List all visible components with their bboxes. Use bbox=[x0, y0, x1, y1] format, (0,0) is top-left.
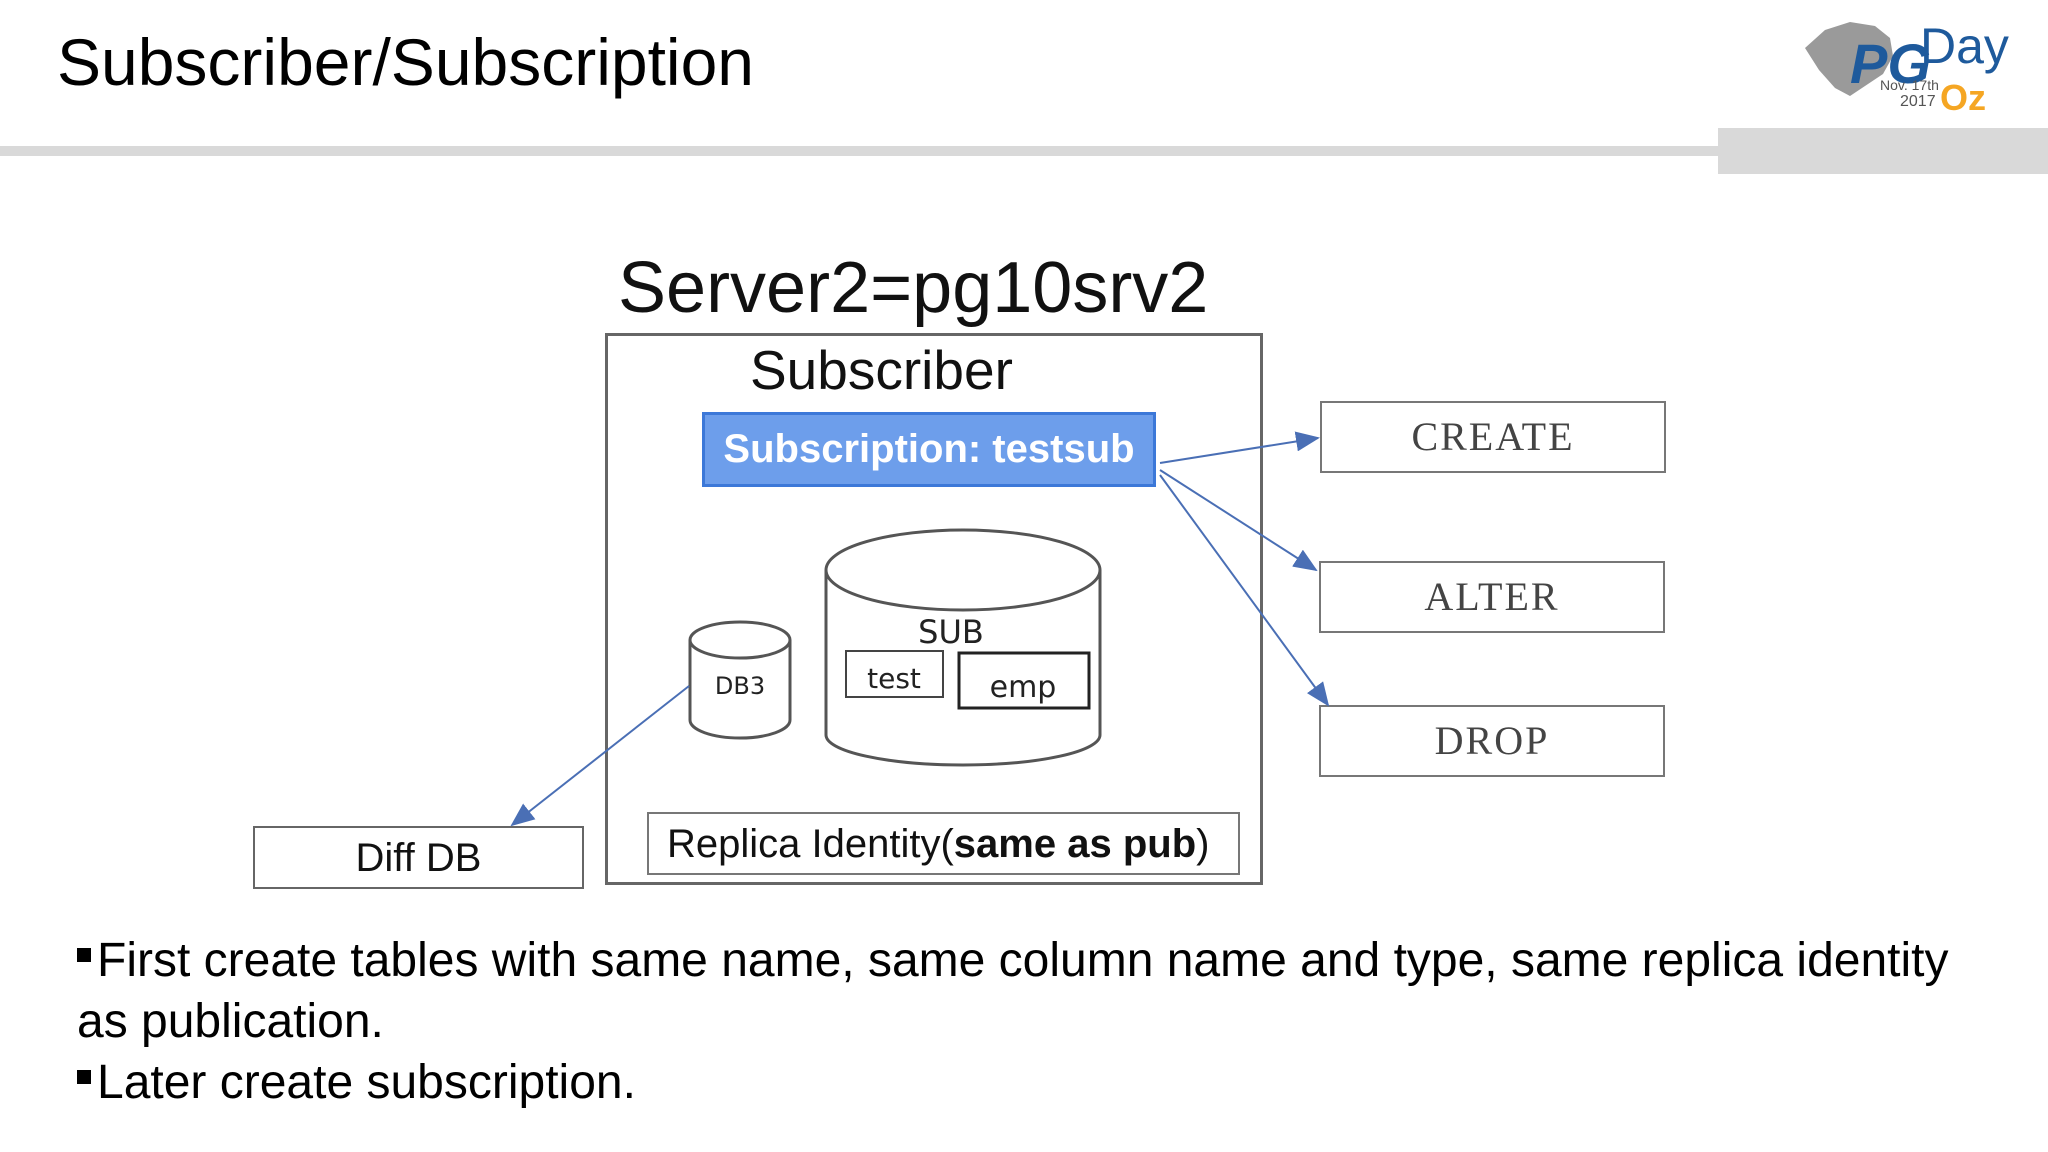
australia-map-icon bbox=[1805, 22, 1893, 96]
subscription-box: Subscription: testsub bbox=[702, 412, 1156, 487]
bullet-square-icon bbox=[77, 1070, 91, 1085]
bullet-square-icon bbox=[77, 948, 91, 963]
drop-box: DROP bbox=[1319, 705, 1665, 777]
pgday-logo: PG Day Nov. 17th 2017 Oz bbox=[1805, 18, 2009, 113]
logo-oz: Oz bbox=[1940, 77, 1986, 113]
subscriber-label: Subscriber bbox=[750, 339, 1013, 401]
logo-date: Nov. 17th bbox=[1880, 77, 1939, 93]
create-box: CREATE bbox=[1320, 401, 1666, 473]
slide-title: Subscriber/Subscription bbox=[57, 25, 754, 99]
replica-bold: same as pub bbox=[953, 822, 1197, 866]
bullet-text: Later create subscription. bbox=[97, 1056, 636, 1109]
bullet-list: First create tables with same name, same… bbox=[77, 930, 2007, 1113]
logo-day: Day bbox=[1920, 18, 2009, 74]
server-label: Server2=pg10srv2 bbox=[618, 248, 1209, 328]
bullet-text: First create tables with same name, same… bbox=[77, 934, 1949, 1048]
replica-suffix: ) bbox=[1196, 822, 1210, 866]
logo-pg: PG bbox=[1850, 32, 1931, 95]
bullet-item: Later create subscription. bbox=[77, 1052, 2007, 1113]
diff-db-box: Diff DB bbox=[253, 826, 584, 889]
title-divider-block bbox=[1718, 128, 2048, 174]
logo-year: 2017 bbox=[1900, 93, 1936, 110]
replica-identity-box: Replica Identity(same as pub) bbox=[647, 812, 1240, 875]
bullet-item: First create tables with same name, same… bbox=[77, 930, 2007, 1052]
replica-prefix: Replica Identity( bbox=[667, 822, 954, 866]
alter-box: ALTER bbox=[1319, 561, 1665, 633]
title-divider bbox=[0, 146, 1718, 156]
